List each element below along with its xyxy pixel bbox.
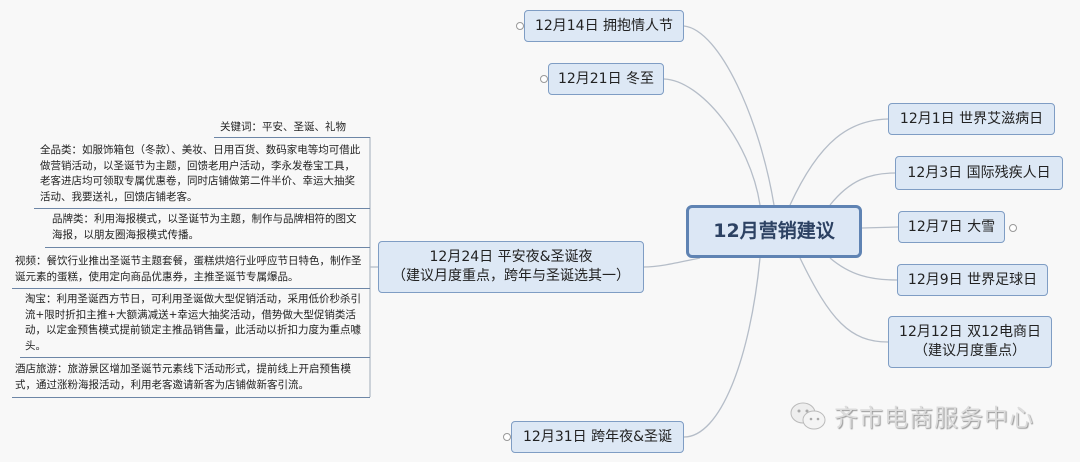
node-dec-1[interactable]: 12月1日 世界艾滋病日: [888, 103, 1055, 135]
collapse-toggle-icon[interactable]: [1009, 224, 1017, 232]
node-label: 12月12日 双12电商日: [899, 324, 1041, 340]
expand-toggle-icon[interactable]: [540, 75, 548, 83]
divider: [20, 357, 370, 358]
watermark-text: 齐市电商服务中心: [834, 404, 1034, 432]
expand-toggle-icon[interactable]: [516, 22, 524, 30]
node-dec-14[interactable]: 12月14日 拥抱情人节: [524, 10, 684, 42]
watermark: 齐市电商服务中心: [788, 398, 1034, 433]
node-dec-21[interactable]: 12月21日 冬至: [548, 63, 664, 95]
node-dec-31[interactable]: 12月31日 跨年夜&圣诞: [511, 421, 684, 453]
central-topic[interactable]: 12月营销建议: [686, 205, 862, 258]
note-keywords[interactable]: 关键词：平安、圣诞、礼物: [220, 121, 346, 133]
note-taobao[interactable]: 淘宝：利用圣诞西方节日，可利用圣诞做大型促销活动，采用低价秒杀引流+限时折扣主推…: [25, 293, 361, 352]
node-dec-12[interactable]: 12月12日 双12电商日 （建议月度重点）: [888, 316, 1052, 368]
note-brand[interactable]: 品牌类：利用海报模式，以圣诞节为主题，制作与品牌相符的图文海报，以朋友圈海报模式…: [52, 213, 357, 241]
divider: [34, 208, 370, 209]
divider: [12, 288, 370, 289]
divider: [214, 137, 370, 138]
note-hotel[interactable]: 酒店旅游：旅游景区增加圣诞节元素线下活动形式，提前线上开启预售模式，通过涨粉海报…: [15, 363, 351, 391]
note-video[interactable]: 视频：餐饮行业推出圣诞节主题套餐，蛋糕烘焙行业呼应节日特色，制作圣诞元素的蛋糕，…: [15, 255, 362, 283]
node-dec-9[interactable]: 12月9日 世界足球日: [897, 264, 1048, 296]
node-dec-24[interactable]: 12月24日 平安夜&圣诞夜 （建议月度重点，跨年与圣诞选其一）: [378, 241, 644, 293]
node-dec-7[interactable]: 12月7日 大雪: [898, 211, 1005, 243]
node-sublabel: （建议月度重点）: [914, 343, 1026, 359]
expand-toggle-icon[interactable]: [503, 433, 511, 441]
wechat-icon: [790, 402, 826, 429]
divider: [45, 247, 370, 248]
node-sublabel: （建议月度重点，跨年与圣诞选其一）: [392, 268, 630, 284]
node-dec-3[interactable]: 12月3日 国际残疾人日: [895, 156, 1063, 190]
divider: [12, 397, 370, 398]
node-label: 12月24日 平安夜&圣诞夜: [429, 249, 593, 265]
note-all-category[interactable]: 全品类：如服饰箱包（冬款）、美妆、日用百货、数码家电等均可借此做营销活动，以圣诞…: [40, 144, 361, 203]
